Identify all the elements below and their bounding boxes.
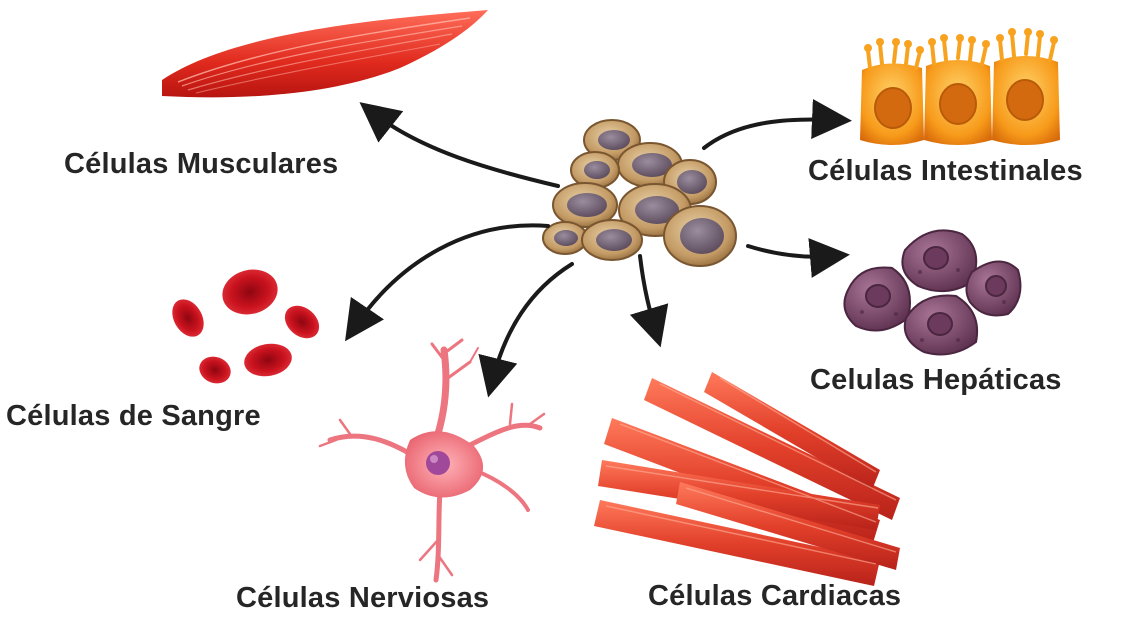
arrow-to-muscle bbox=[359, 102, 560, 188]
arrow-to-hepatic bbox=[746, 238, 850, 278]
cardiac-fibers-icon bbox=[594, 372, 900, 586]
arrow-to-neuron bbox=[478, 262, 574, 398]
label-blood-cells: Células de Sangre bbox=[6, 400, 261, 432]
muscle-cell-icon bbox=[162, 10, 488, 98]
label-hepatic-cells: Celulas Hepáticas bbox=[810, 364, 1062, 396]
label-muscle-cells: Células Musculares bbox=[64, 148, 339, 180]
arrow-to-blood bbox=[345, 223, 550, 342]
neuron-icon bbox=[318, 338, 546, 583]
hepatic-cells-icon bbox=[843, 229, 1022, 356]
label-cardiac-cells: Células Cardiacas bbox=[648, 580, 902, 612]
arrows-group bbox=[345, 98, 852, 398]
label-nerve-cells: Células Nerviosas bbox=[236, 582, 490, 614]
intestinal-cells-icon bbox=[860, 28, 1060, 145]
arrow-to-intestinal bbox=[702, 98, 852, 150]
blood-cells-icon bbox=[172, 269, 320, 384]
stem-cell-cluster-icon bbox=[542, 119, 737, 267]
label-intestinal-cells: Células Intestinales bbox=[808, 155, 1083, 187]
arrow-to-cardiac bbox=[629, 254, 669, 348]
